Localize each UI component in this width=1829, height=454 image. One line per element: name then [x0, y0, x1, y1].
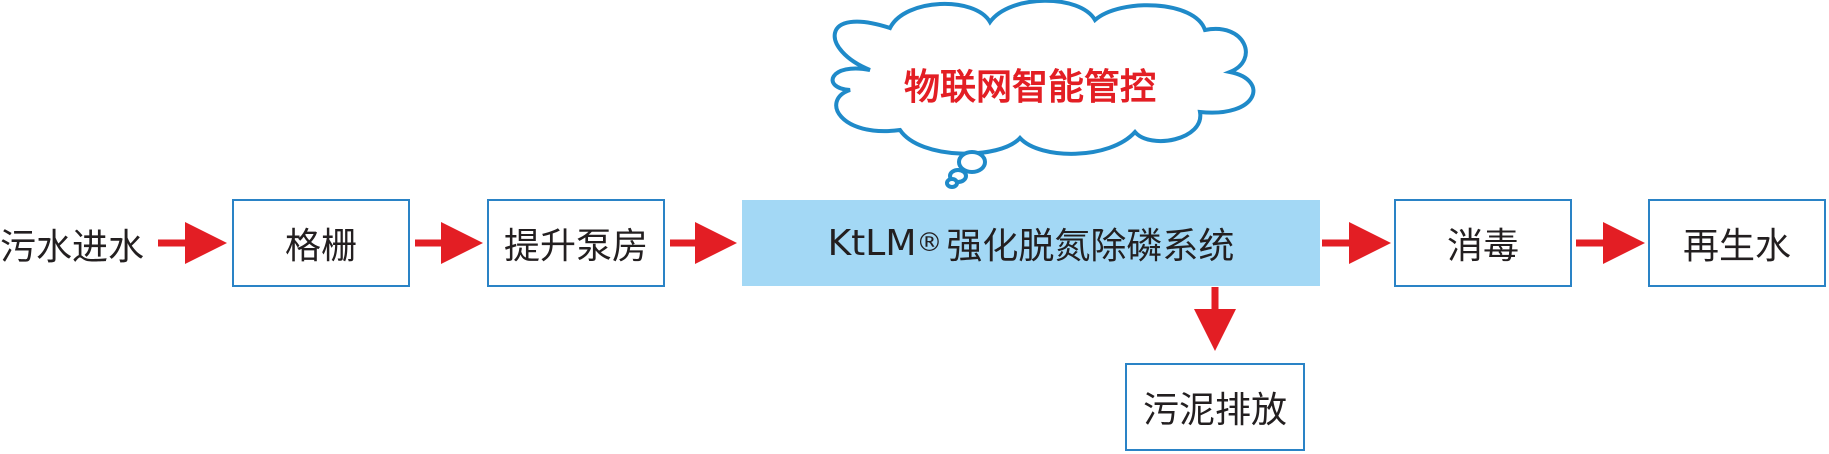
node-pump-house-label: 提升泵房 [503, 226, 648, 267]
main-process-suffix: 强化脱氮除磷系统 [946, 226, 1235, 267]
node-screen: 格栅 [232, 199, 410, 287]
node-pump-house: 提升泵房 [487, 199, 665, 287]
cloud-label: 物联网智能管控 [903, 67, 1156, 108]
registered-mark: ® [916, 228, 943, 258]
node-disinfection: 消毒 [1394, 199, 1572, 287]
node-main-process: KtLM®强化脱氮除磷系统 [742, 200, 1320, 286]
node-sludge-discharge-label: 污泥排放 [1142, 390, 1287, 431]
node-reclaimed-water: 再生水 [1648, 199, 1826, 287]
cloud-shape [830, 0, 1256, 189]
node-screen-label: 格栅 [284, 226, 357, 267]
node-sludge-discharge: 污泥排放 [1125, 363, 1305, 451]
main-process-prefix: KtLM [827, 222, 917, 264]
input-label: 污水进水 [0, 227, 145, 268]
node-disinfection-label: 消毒 [1446, 226, 1519, 267]
node-reclaimed-water-label: 再生水 [1682, 226, 1791, 267]
